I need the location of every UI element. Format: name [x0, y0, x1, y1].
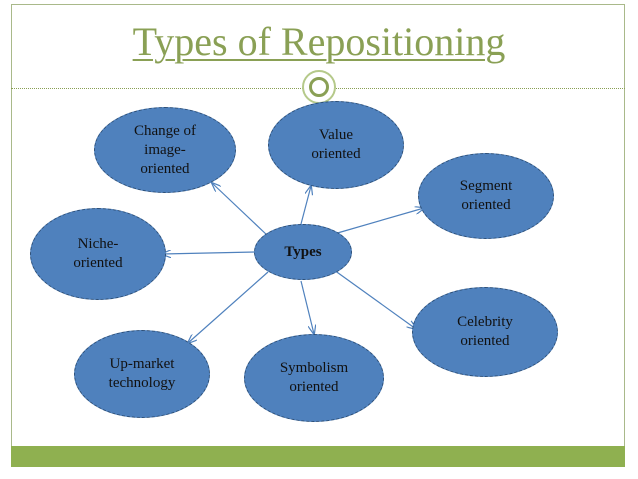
- arrow-to-celebrity: [333, 269, 416, 329]
- footer-bar: [11, 446, 625, 467]
- arrow-to-symbolism: [300, 280, 314, 334]
- node-types-center: Types: [254, 224, 352, 280]
- node-niche: Niche- oriented: [30, 208, 166, 300]
- node-segment: Segment oriented: [418, 153, 554, 239]
- arrow-to-niche: [162, 252, 257, 254]
- arrow-to-value: [300, 186, 311, 225]
- node-change-of-image: Change of image- oriented: [94, 107, 236, 193]
- arrow-to-segment: [333, 208, 424, 235]
- node-symbolism: Symbolism oriented: [244, 334, 384, 422]
- arrow-to-upmarket: [188, 271, 269, 343]
- node-value: Value oriented: [268, 101, 404, 189]
- node-upmarket: Up-market technology: [74, 330, 210, 418]
- slide-title: Types of Repositioning: [132, 19, 506, 64]
- node-celebrity: Celebrity oriented: [412, 287, 558, 377]
- arrow-to-change-of-image: [212, 183, 269, 237]
